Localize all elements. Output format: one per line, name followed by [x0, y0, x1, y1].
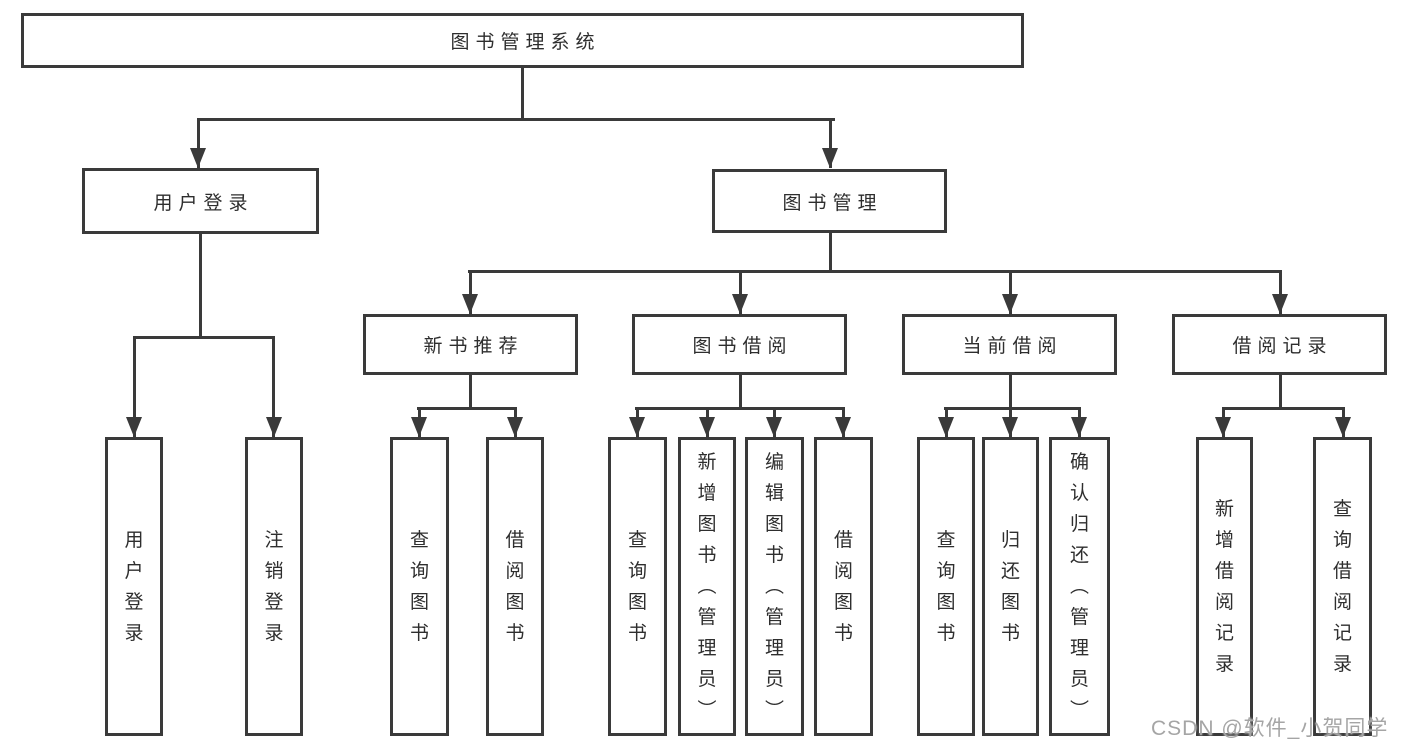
connector-line [829, 233, 832, 273]
arrowhead-down-icon [699, 417, 715, 437]
connector-line [197, 118, 200, 168]
arrowhead-down-icon [507, 417, 523, 437]
connector-line [133, 336, 136, 437]
arrowhead-down-icon [411, 417, 427, 437]
connector-line [1009, 270, 1012, 314]
node-label: 注 销 登 录 [264, 529, 284, 644]
node-label: 确 认 归 还 ︵ 管 理 员 ︶ [1069, 452, 1089, 721]
csdn-watermark: CSDN @软件_小贺同学 [1151, 717, 1389, 740]
arrowhead-down-icon [126, 417, 142, 437]
arrowhead-down-icon [629, 417, 645, 437]
arrowhead-down-icon [1215, 417, 1231, 437]
node-br-query: 查 询 借 阅 记 录 [1313, 437, 1372, 736]
arrowhead-down-icon [462, 294, 478, 314]
arrowhead-down-icon [1071, 417, 1087, 437]
connector-line [133, 336, 275, 339]
node-label: 图书管理系统 [450, 32, 601, 53]
connector-line [469, 375, 472, 409]
node-label: 图书借阅 [692, 336, 793, 357]
connector-line [1222, 407, 1344, 410]
connector-line [197, 118, 835, 121]
node-label: 用户登录 [153, 192, 254, 214]
node-label: 用 户 登 录 [124, 529, 144, 644]
arrowhead-down-icon [1335, 417, 1351, 437]
node-new-book-rec: 新书推荐 [363, 314, 578, 375]
node-label: 编 辑 图 书 ︵ 管 理 员 ︶ [764, 452, 784, 721]
connector-line [944, 407, 1081, 410]
node-br-add: 新 增 借 阅 记 录 [1196, 437, 1253, 736]
node-current-borrow: 当前借阅 [902, 314, 1117, 375]
connector-line [521, 68, 524, 120]
node-book-borrow: 图书借阅 [632, 314, 847, 375]
node-label: 图书管理 [782, 192, 883, 214]
node-label: 新 增 借 阅 记 录 [1214, 498, 1234, 675]
node-bb-edit: 编 辑 图 书 ︵ 管 理 员 ︶ [745, 437, 804, 736]
node-label: 查 询 图 书 [627, 529, 647, 644]
node-cb-return: 归 还 图 书 [982, 437, 1039, 736]
node-cb-query: 查 询 图 书 [917, 437, 975, 736]
node-rec-query: 查 询 图 书 [390, 437, 449, 736]
connector-line [199, 234, 202, 338]
node-book-mgmt: 图书管理 [712, 169, 947, 233]
node-label: 归 还 图 书 [1000, 529, 1020, 644]
node-label: 新 增 图 书 ︵ 管 理 员 ︶ [697, 452, 717, 721]
connector-line [635, 407, 845, 410]
connector-line [469, 270, 472, 314]
node-label: 借 阅 图 书 [505, 529, 525, 644]
arrowhead-down-icon [938, 417, 954, 437]
node-label: 查 询 借 阅 记 录 [1332, 498, 1352, 675]
node-login-user: 用 户 登 录 [105, 437, 163, 736]
connector-line [417, 407, 517, 410]
node-rec-borrow: 借 阅 图 书 [486, 437, 544, 736]
connector-line [1279, 375, 1282, 409]
connector-line [739, 375, 742, 409]
connector-line [1279, 270, 1282, 314]
connector-line [468, 270, 1282, 273]
arrowhead-down-icon [732, 294, 748, 314]
arrowhead-down-icon [1002, 294, 1018, 314]
arrowhead-down-icon [190, 148, 206, 168]
node-borrow-records: 借阅记录 [1172, 314, 1387, 375]
node-user-login: 用户登录 [82, 168, 319, 234]
node-login-logout: 注 销 登 录 [245, 437, 303, 736]
connector-line [1009, 375, 1012, 409]
arrowhead-down-icon [766, 417, 782, 437]
connector-line [829, 118, 832, 168]
node-system: 图书管理系统 [21, 13, 1024, 68]
connector-line [739, 270, 742, 314]
node-cb-confirm: 确 认 归 还 ︵ 管 理 员 ︶ [1049, 437, 1110, 736]
arrowhead-down-icon [266, 417, 282, 437]
node-label: 新书推荐 [423, 336, 524, 357]
node-bb-add: 新 增 图 书 ︵ 管 理 员 ︶ [678, 437, 736, 736]
node-label: 借 阅 图 书 [833, 529, 853, 644]
node-bb-borrow: 借 阅 图 书 [814, 437, 873, 736]
arrowhead-down-icon [1002, 417, 1018, 437]
node-label: 借阅记录 [1232, 336, 1333, 357]
node-label: 当前借阅 [962, 336, 1063, 357]
node-bb-query: 查 询 图 书 [608, 437, 667, 736]
arrowhead-down-icon [822, 148, 838, 168]
node-label: 查 询 图 书 [409, 529, 429, 644]
node-label: 查 询 图 书 [936, 529, 956, 644]
connector-line [272, 336, 275, 437]
arrowhead-down-icon [835, 417, 851, 437]
arrowhead-down-icon [1272, 294, 1288, 314]
